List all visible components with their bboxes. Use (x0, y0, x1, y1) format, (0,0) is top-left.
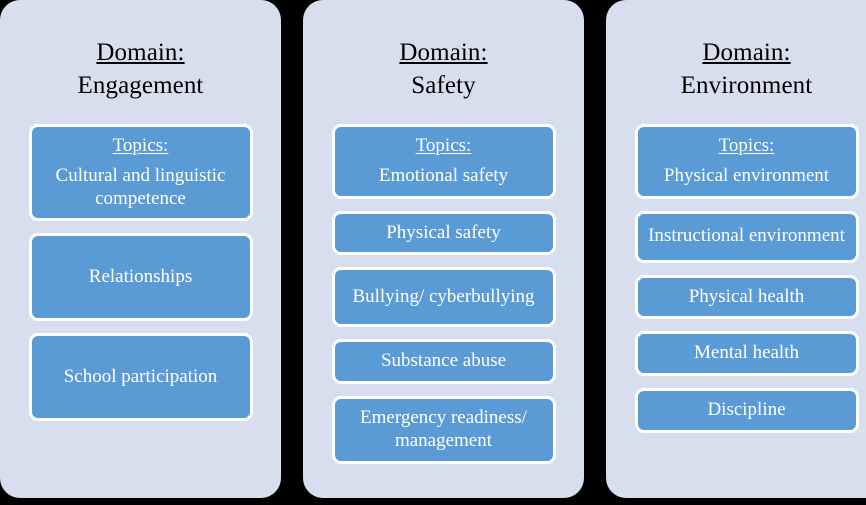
topic-box[interactable]: Bullying/ cyberbullying (331, 267, 556, 328)
topic-label: Emergency readiness/ management (360, 407, 527, 451)
topics-label: Topics: (415, 135, 472, 156)
topic-label: Instructional environment (648, 225, 845, 247)
topic-label: Physical environment (663, 164, 830, 186)
topic-label: Bullying/ cyberbullying (352, 285, 535, 307)
topic-box[interactable]: Topics: Emotional safety (331, 124, 556, 199)
domain-panel-engagement: Domain: Engagement Topics: Cultural and … (0, 0, 281, 498)
topics-stack-engagement: Topics: Cultural and linguistic competen… (0, 124, 281, 422)
topics-label: Topics: (718, 135, 775, 156)
topics-label: Topics: (112, 135, 169, 156)
domain-name: Safety (411, 72, 476, 99)
topics-stack-safety: Topics: Emotional safety Physical safety… (303, 124, 584, 464)
topic-box[interactable]: School participation (28, 333, 253, 422)
topic-label: Discipline (707, 399, 786, 421)
topic-box[interactable]: Physical health (634, 274, 859, 320)
topic-label: Substance abuse (380, 350, 507, 372)
topic-label: Physical safety (386, 221, 501, 243)
topic-box[interactable]: Instructional environment (634, 210, 859, 263)
topic-box[interactable]: Emergency readiness/ management (331, 396, 556, 464)
topic-label: Physical health (688, 285, 805, 307)
topic-box[interactable]: Topics: Cultural and linguistic competen… (28, 124, 253, 222)
domain-panel-environment: Domain: Environment Topics: Physical env… (606, 0, 866, 498)
topic-label: Relationships (88, 265, 193, 287)
domain-name: Engagement (77, 72, 204, 99)
topic-box[interactable]: Relationships (28, 233, 253, 322)
topic-label: Mental health (694, 342, 799, 364)
domain-panel-safety: Domain: Safety Topics: Emotional safety … (303, 0, 584, 498)
topic-label: Emotional safety (378, 164, 509, 186)
topic-box[interactable]: Discipline (634, 388, 859, 433)
domain-label: Domain: (702, 39, 791, 66)
topic-label: School participation (63, 365, 218, 387)
topic-box[interactable]: Topics: Physical environment (634, 124, 859, 199)
topic-label: Cultural and linguistic competence (55, 164, 226, 209)
topic-box[interactable]: Substance abuse (331, 339, 556, 385)
domain-title-environment: Domain: Environment (606, 36, 866, 102)
domain-label: Domain: (399, 39, 488, 66)
topics-stack-environment: Topics: Physical environment Instruction… (606, 124, 866, 433)
topic-box[interactable]: Physical safety (331, 210, 556, 256)
domain-title-safety: Domain: Safety (303, 36, 584, 102)
domain-label: Domain: (96, 39, 185, 66)
domain-title-engagement: Domain: Engagement (0, 36, 281, 102)
domain-name: Environment (680, 72, 813, 99)
topic-box[interactable]: Mental health (634, 331, 859, 377)
